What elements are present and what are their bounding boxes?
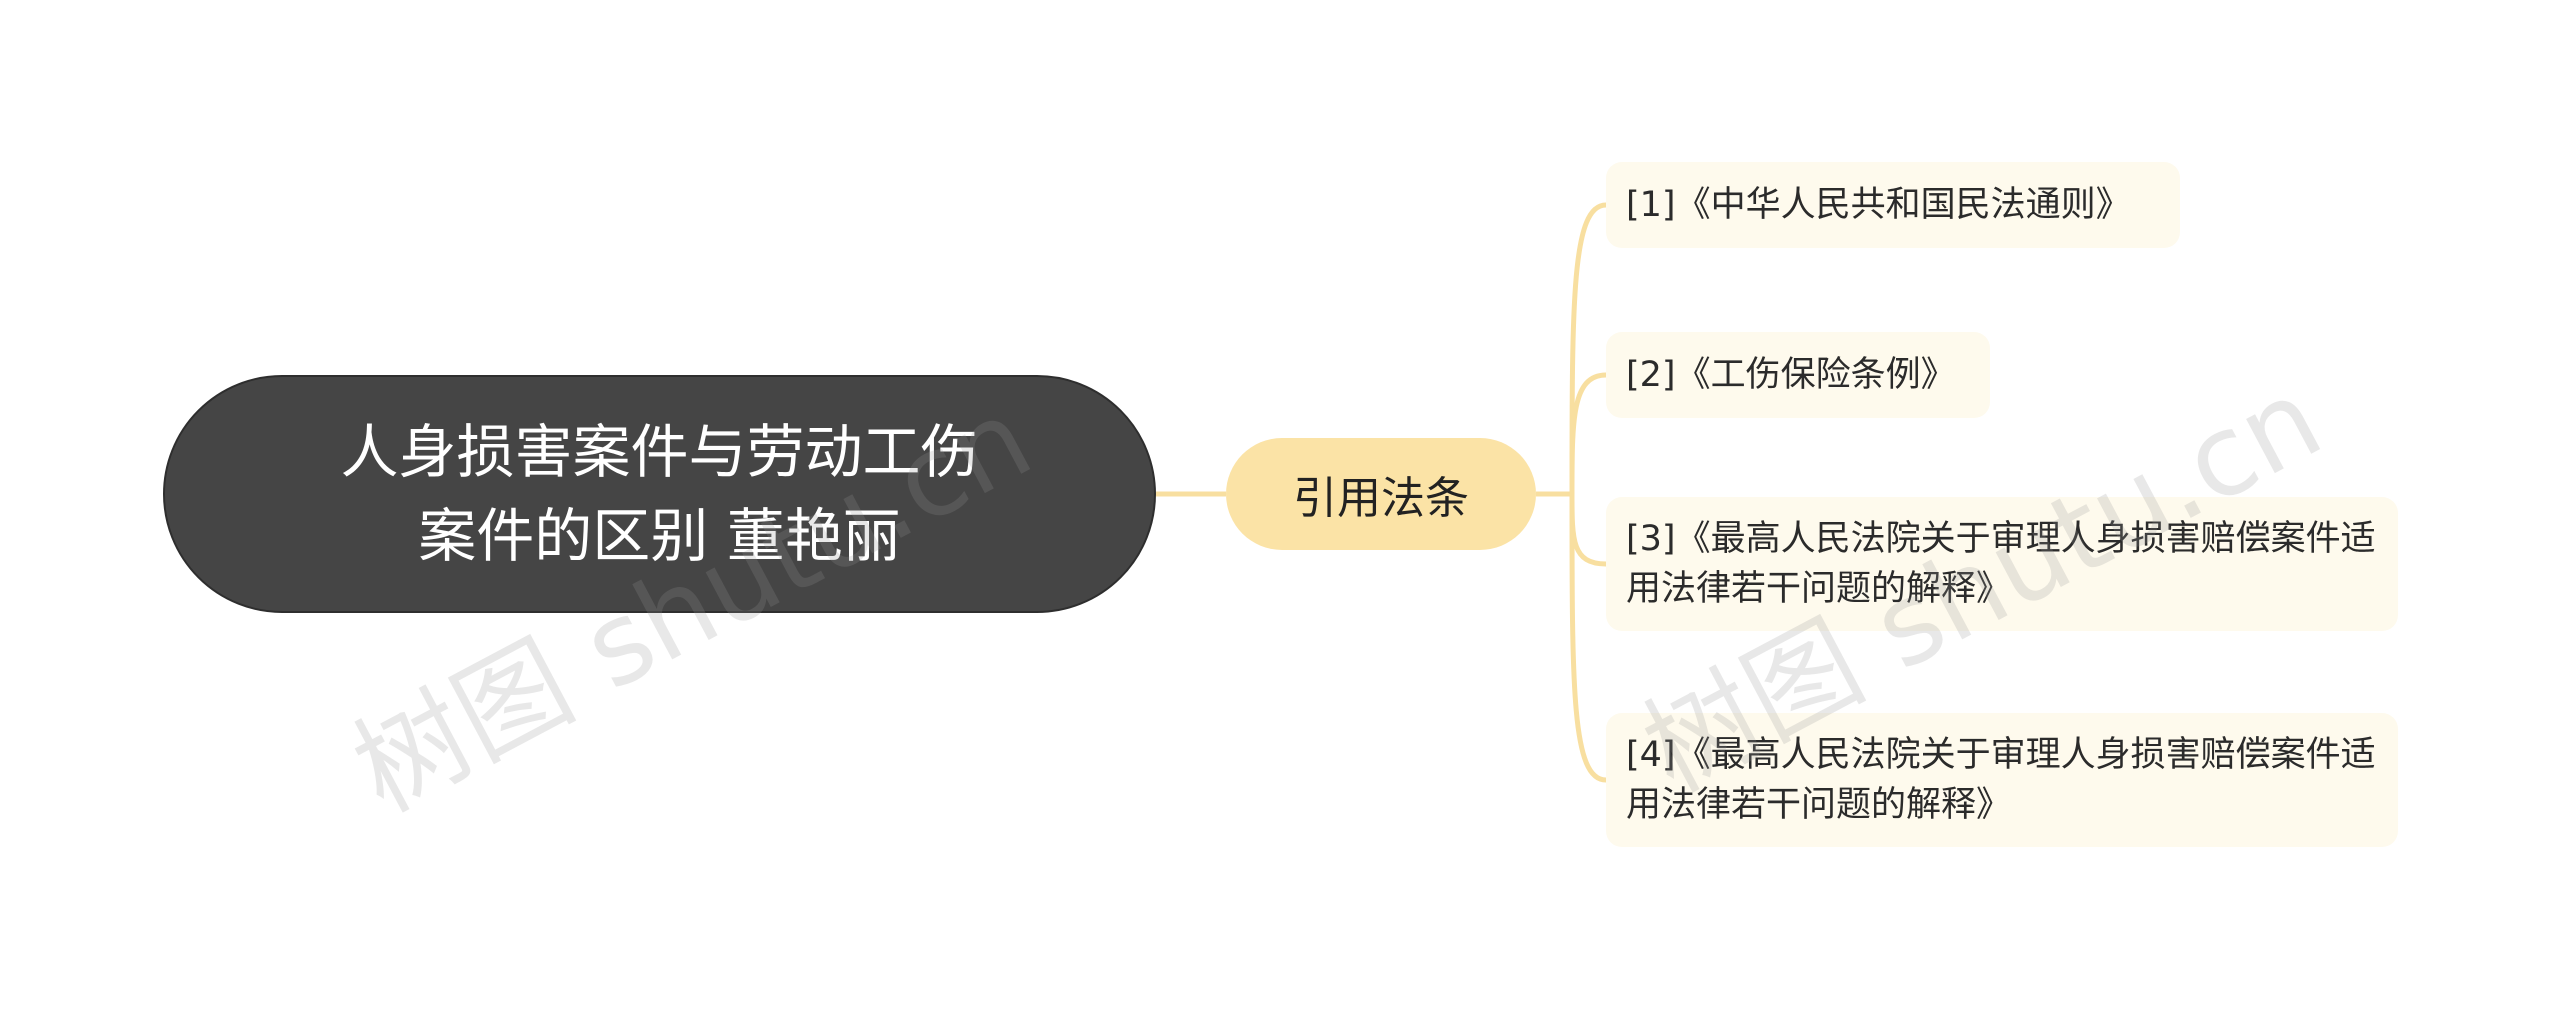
leaf-node-label: [1]《中华人民共和国民法通则》 [1626,185,2131,225]
leaf-node-2[interactable]: [2]《工伤保险条例》 [1606,332,1990,418]
leaf-node-3[interactable]: [3]《最高人民法院关于审理人身损害赔偿案件适用法律若干问题的解释》 [1606,497,2398,631]
branch-to-leaf-1-line [1569,202,1607,495]
branch-to-leaf-3-line [1569,493,1607,567]
leaf-node-1[interactable]: [1]《中华人民共和国民法通则》 [1606,162,2180,248]
branch-to-leaf-2-line [1569,372,1607,495]
root-node[interactable]: 人身损害案件与劳动工伤案件的区别 董艳丽 [163,375,1156,613]
root-node-label: 人身损害案件与劳动工伤案件的区别 董艳丽 [340,418,979,570]
leaf-node-label: [2]《工伤保险条例》 [1626,355,1956,395]
branch-to-leaf-4-line [1569,493,1607,783]
branch-node-cited-laws[interactable]: 引用法条 [1226,438,1536,550]
leaf-node-label: [3]《最高人民法院关于审理人身损害赔偿案件适用法律若干问题的解释》 [1626,519,2376,609]
leaf-node-4[interactable]: [4]《最高人民法院关于审理人身损害赔偿案件适用法律若干问题的解释》 [1606,713,2398,847]
leaf-node-label: [4]《最高人民法院关于审理人身损害赔偿案件适用法律若干问题的解释》 [1626,735,2376,825]
branch-node-label: 引用法条 [1293,473,1469,524]
